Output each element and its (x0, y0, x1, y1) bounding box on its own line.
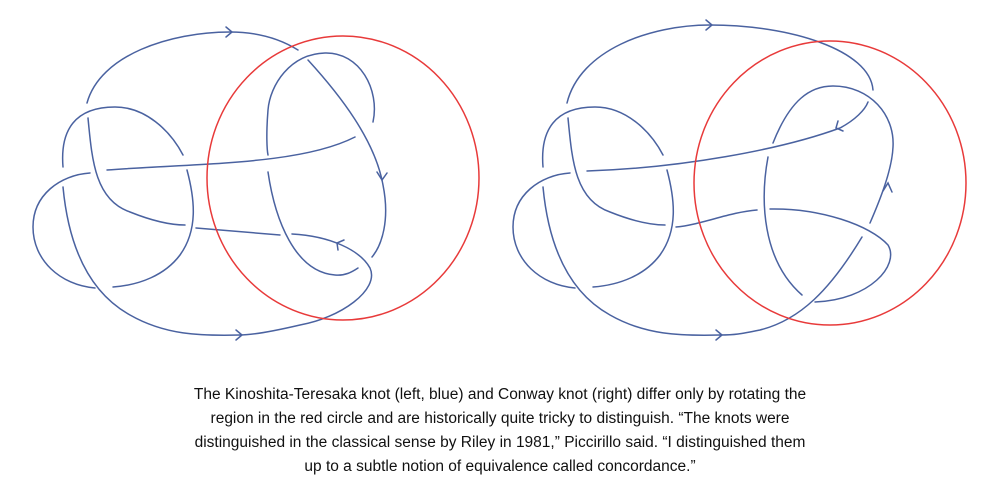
knot-strand (106, 136, 356, 171)
region-circle (693, 40, 967, 326)
arrow-icon (376, 171, 388, 182)
knot-strand (86, 31, 299, 104)
knot-strand (675, 209, 758, 228)
knot-strand (195, 227, 281, 236)
arrow-icon (336, 239, 345, 251)
arrow-icon (705, 19, 714, 31)
arrow-icon (715, 329, 724, 341)
arrow-icon (882, 181, 893, 193)
knot-left-strands (32, 106, 241, 337)
knot-strand (772, 85, 894, 224)
arrow-icon (225, 26, 234, 38)
knot-strand (267, 171, 359, 276)
knot-diagrams (32, 19, 967, 341)
knot-strand (239, 233, 373, 336)
knot-strand (566, 24, 874, 104)
arrow-icon (235, 329, 244, 341)
knot-strand (763, 156, 803, 296)
knot-strand (266, 52, 375, 156)
caption-line: up to a subtle notion of equivalence cal… (304, 458, 696, 475)
knot-strand (586, 101, 869, 172)
knot-strand (719, 236, 863, 336)
arrow-icon (835, 120, 844, 132)
knot-strand (307, 59, 387, 258)
figure-caption: The Kinoshita-Teresaka knot (left, blue)… (0, 383, 1000, 479)
caption-line: The Kinoshita-Teresaka knot (left, blue)… (193, 386, 807, 403)
knot-strand (769, 208, 892, 303)
region-circle (206, 35, 480, 321)
conway-knot (512, 19, 967, 341)
kinoshita-teresaka-knot (32, 26, 480, 341)
caption-line: distinguished in the classical sense by … (194, 434, 806, 451)
caption-line: region in the red circle and are histori… (210, 410, 790, 427)
knot-left-strands (512, 106, 721, 337)
